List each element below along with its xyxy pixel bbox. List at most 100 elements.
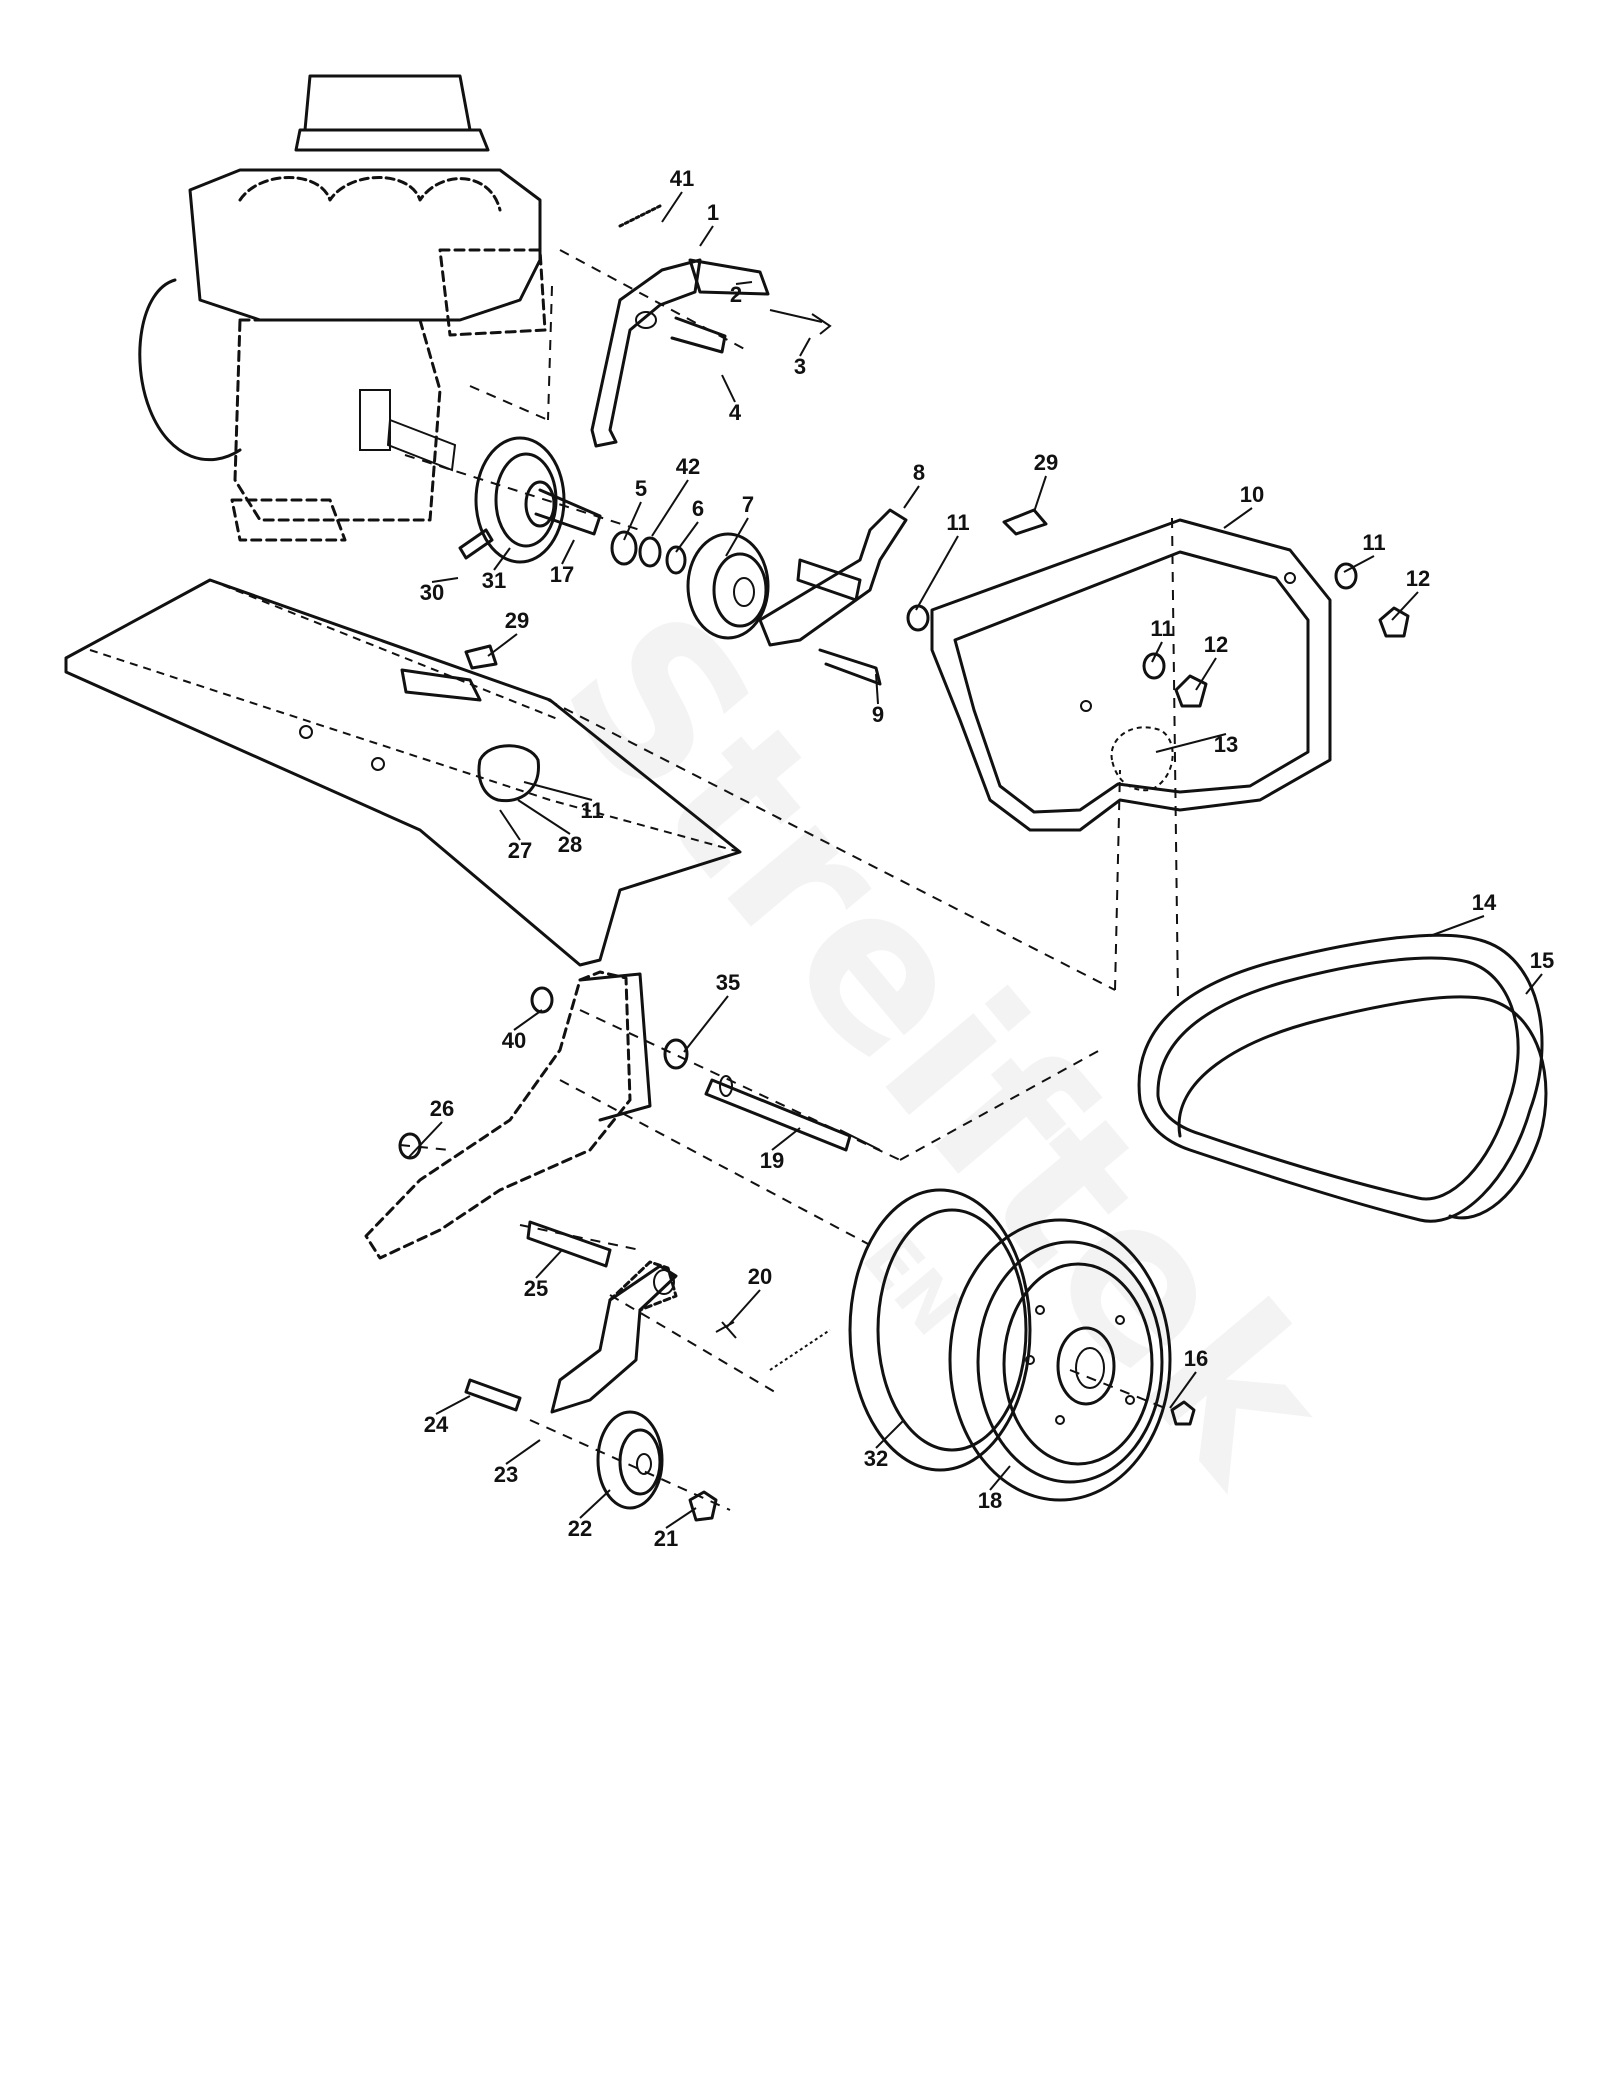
assembly-centerlines	[399, 249, 1179, 1511]
callout-6: 6	[692, 496, 704, 521]
callout-leader-16	[1169, 1371, 1197, 1409]
callout-leader-23	[505, 1439, 541, 1465]
drive-belts	[1137, 933, 1548, 1223]
callout-leader-1	[699, 225, 714, 247]
callout-leader-10	[1223, 507, 1253, 529]
callout-29: 29	[1034, 450, 1058, 475]
callout-leader-19	[771, 1127, 801, 1151]
callout-24: 24	[424, 1412, 449, 1437]
callout-27: 27	[508, 838, 532, 863]
callout-leader-22	[579, 1489, 611, 1519]
callout-31: 31	[482, 568, 506, 593]
callout-leader-5	[623, 501, 642, 541]
callout-8: 8	[913, 460, 925, 485]
callout-leader-4	[721, 374, 736, 403]
callout-leader-27	[499, 809, 521, 841]
callout-leader-41	[661, 191, 683, 223]
callout-12: 12	[1204, 632, 1228, 657]
idler-assembly	[464, 1220, 831, 1522]
engine	[138, 74, 547, 542]
callout-leader-30	[431, 577, 459, 583]
callout-leader-7	[725, 517, 749, 557]
callout-11: 11	[580, 798, 603, 823]
callout-leader-28	[517, 799, 571, 835]
callout-leader-15	[1525, 973, 1543, 995]
callout-leader-17	[561, 539, 575, 565]
idler-arm-bracket	[590, 204, 832, 448]
callout-11: 11	[946, 510, 969, 535]
callout-25: 25	[524, 1276, 548, 1301]
callout-leader-11	[1151, 641, 1163, 663]
callout-leader-24	[435, 1395, 471, 1415]
callout-12: 12	[1406, 566, 1430, 591]
callout-leader-11	[915, 535, 959, 611]
idler-arm	[758, 508, 908, 686]
callout-leader-35	[683, 995, 729, 1053]
callout-leader-14	[1429, 915, 1485, 937]
callout-11: 11	[1362, 530, 1385, 555]
callout-29: 29	[505, 608, 529, 633]
washer-stack	[610, 530, 687, 575]
callout-28: 28	[558, 832, 582, 857]
callout-32: 32	[864, 1446, 888, 1471]
callout-42: 42	[676, 454, 700, 479]
callout-40: 40	[502, 1028, 526, 1053]
callout-30: 30	[420, 580, 444, 605]
callout-leader-42	[651, 479, 689, 537]
callout-11: 11	[1150, 616, 1173, 641]
callout-7: 7	[742, 492, 754, 517]
callout-leader-26	[407, 1121, 443, 1159]
support-bracket	[364, 970, 689, 1260]
callout-leader-11	[523, 781, 593, 801]
engine-pulley	[458, 436, 602, 564]
callout-leader-8	[903, 485, 920, 509]
callout-leader-11	[1343, 555, 1375, 573]
callout-leader-32	[875, 1419, 905, 1449]
callout-5: 5	[635, 476, 647, 501]
callout-leader-21	[665, 1507, 697, 1529]
callout-14: 14	[1472, 890, 1497, 915]
callout-3: 3	[794, 354, 806, 379]
callout-leader-9	[875, 673, 879, 705]
callout-leader-6	[675, 521, 699, 553]
callout-leader-12	[1195, 657, 1217, 691]
callout-23: 23	[494, 1462, 518, 1487]
callout-26: 26	[430, 1096, 454, 1121]
callout-leader-31	[493, 547, 511, 571]
callout-leader-3	[799, 337, 811, 357]
drive-pulley	[686, 532, 770, 640]
callout-20: 20	[748, 1264, 772, 1289]
callout-19: 19	[760, 1148, 784, 1173]
callout-leader-20	[725, 1289, 761, 1329]
callout-leader-29	[487, 633, 518, 657]
cover-fasteners	[906, 562, 1410, 708]
callout-41: 41	[670, 166, 694, 191]
callout-13: 13	[1214, 732, 1238, 757]
tine-pulleys	[848, 1188, 1196, 1502]
callout-18: 18	[978, 1488, 1002, 1513]
jackshaft	[704, 1075, 881, 1152]
callout-10: 10	[1240, 482, 1264, 507]
callout-leader-2	[735, 281, 753, 285]
tine-shield	[64, 578, 742, 967]
callout-22: 22	[568, 1516, 592, 1541]
callout-9: 9	[872, 702, 884, 727]
watermark: Streiftek EN	[516, 567, 1377, 1527]
callout-leader-13	[1155, 733, 1227, 753]
callout-15: 15	[1530, 948, 1554, 973]
callout-17: 17	[550, 562, 574, 587]
callout-leader-40	[513, 1009, 543, 1031]
callout-2: 2	[730, 282, 742, 307]
callout-leader-29	[1033, 475, 1047, 513]
callout-35: 35	[716, 970, 740, 995]
belt-guard	[930, 518, 1332, 832]
callout-1: 1	[707, 200, 719, 225]
callout-4: 4	[729, 400, 742, 425]
shield-clips	[464, 508, 1048, 670]
callout-leader-18	[989, 1465, 1011, 1491]
callout-21: 21	[654, 1526, 678, 1551]
callout-leader-25	[535, 1249, 563, 1279]
callout-16: 16	[1184, 1346, 1208, 1371]
